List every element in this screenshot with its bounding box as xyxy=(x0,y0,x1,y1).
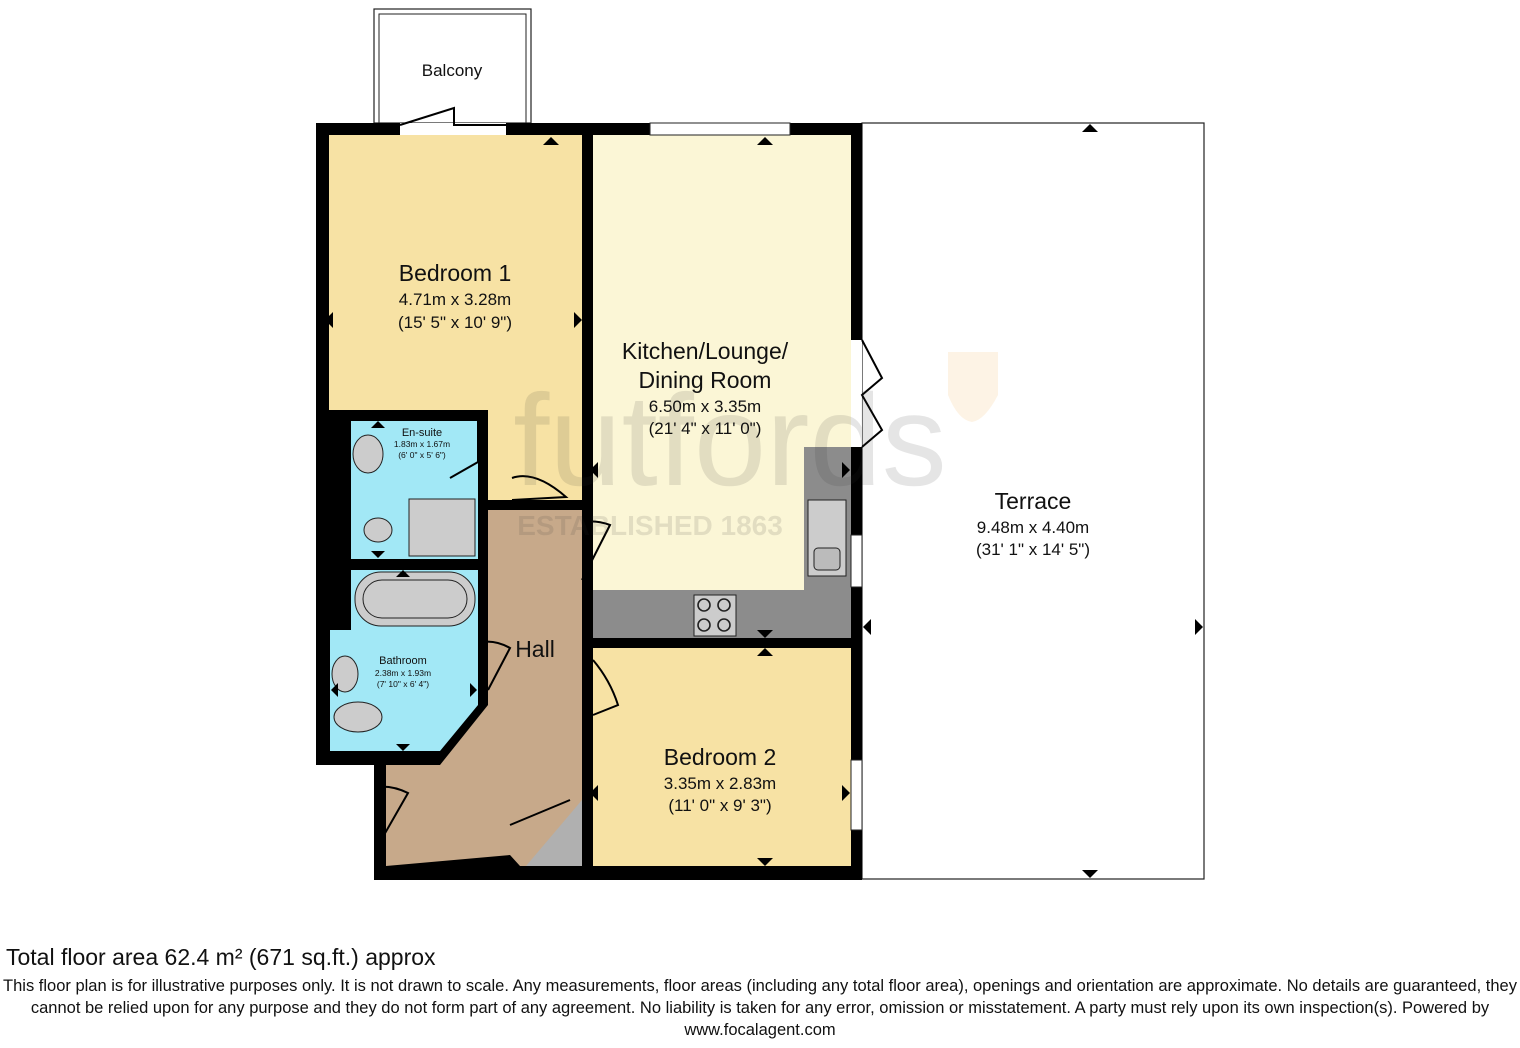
kitchen-label-1: Kitchen/Lounge/ xyxy=(622,338,789,364)
balcony-label: Balcony xyxy=(422,61,483,80)
bathroom-imperial: (7' 10" x 6' 4") xyxy=(377,679,429,689)
bedroom-2-label: Bedroom 2 xyxy=(664,744,777,770)
bedroom-2-area xyxy=(593,648,851,866)
hall-area xyxy=(386,510,582,866)
kitchen-label-2: Dining Room xyxy=(639,367,772,393)
kitchen-metric: 6.50m x 3.35m xyxy=(649,397,761,416)
terrace-metric: 9.48m x 4.40m xyxy=(977,518,1089,537)
bedroom-2-metric: 3.35m x 2.83m xyxy=(664,774,776,793)
floor-plan: futfords ESTABLISHED 1863 Balcony Bedroo… xyxy=(316,8,1205,880)
svg-text:futfords: futfords xyxy=(513,367,947,513)
balcony-area xyxy=(373,8,532,124)
disclaimer: This floor plan is for illustrative purp… xyxy=(3,977,1517,1039)
bedroom-1-imperial: (15' 5" x 10' 9") xyxy=(398,313,512,332)
dimension-arrows xyxy=(325,124,1203,878)
kitchen-imperial: (21' 4" x 11' 0") xyxy=(649,419,762,438)
shower xyxy=(408,498,476,557)
cupboard xyxy=(526,800,582,866)
ensuite-label: En-suite xyxy=(402,427,442,439)
bedroom-2-imperial: (11' 0" x 9' 3") xyxy=(668,796,771,815)
terrace-imperial: (31' 1" x 14' 5") xyxy=(976,540,1090,559)
ensuite-imperial: (6' 0" x 5' 6") xyxy=(398,450,446,460)
watermark-logo: futfords ESTABLISHED 1863 xyxy=(513,352,998,541)
svg-text:ESTABLISHED 1863: ESTABLISHED 1863 xyxy=(517,510,783,541)
hall-label: Hall xyxy=(515,636,555,662)
bathroom-metric: 2.38m x 1.93m xyxy=(375,668,431,678)
terrace-label: Terrace xyxy=(995,488,1072,514)
bathroom-label: Bathroom xyxy=(379,655,427,667)
bedroom-1-metric: 4.71m x 3.28m xyxy=(399,290,511,309)
total-floor-area: Total floor area 62.4 m² (671 sq.ft.) ap… xyxy=(6,944,436,970)
bath xyxy=(354,571,476,627)
bedroom-1-area xyxy=(329,135,582,410)
terrace-area xyxy=(861,122,1205,880)
bedroom-1-label: Bedroom 1 xyxy=(399,260,512,286)
ensuite-metric: 1.83m x 1.67m xyxy=(394,439,450,449)
